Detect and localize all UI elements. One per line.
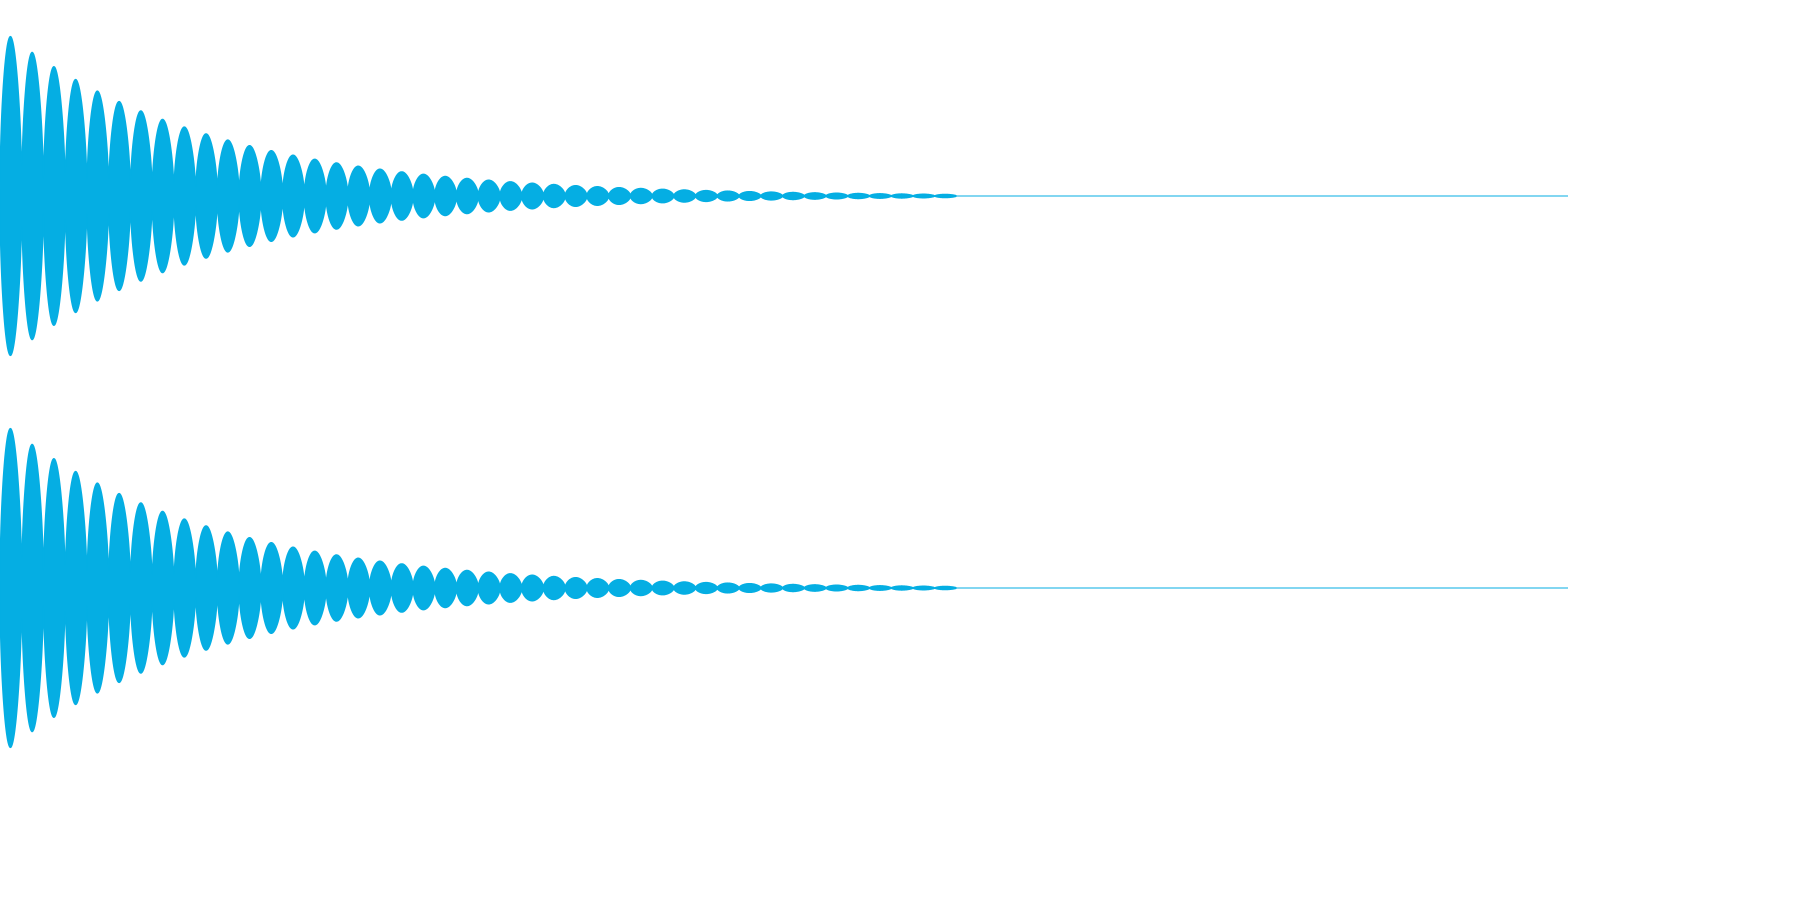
channel-2-waveform bbox=[0, 427, 957, 749]
channel-1-waveform bbox=[0, 35, 957, 357]
waveform-display bbox=[0, 0, 1568, 760]
waveform-background bbox=[0, 0, 1568, 760]
waveform-channel-2 bbox=[0, 427, 1568, 749]
waveform-channel-1 bbox=[0, 35, 1568, 357]
